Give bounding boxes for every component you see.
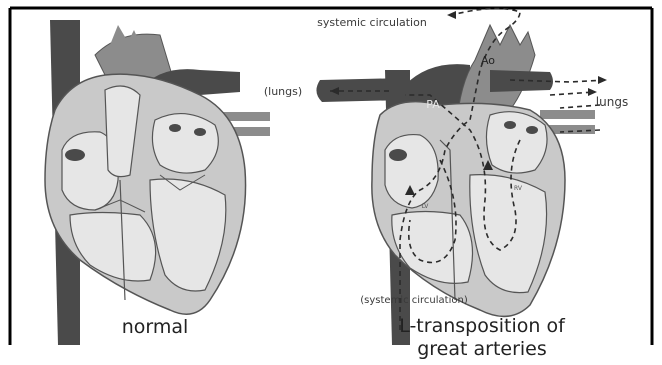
normal-caption: normal (122, 316, 189, 338)
ltga-caption-line1: L-transposition of (399, 315, 566, 337)
label-ventricle-mark-2: RV (514, 185, 523, 192)
label-pulmonary-artery: PA (426, 98, 440, 111)
label-aorta: Ao (481, 54, 495, 67)
ltga-pulmonary-vein-1 (540, 110, 595, 119)
label-ventricle-mark-1: LV (422, 203, 430, 210)
label-systemic-circulation-top: systemic circulation (317, 16, 427, 29)
normal-left-atrium (152, 114, 218, 173)
label-lungs-right: lungs (596, 95, 628, 109)
ltga-right-atrium (385, 135, 438, 208)
normal-pv-opening-1 (169, 124, 181, 132)
ltga-left-atrium (486, 112, 547, 173)
ltga-atrium-opening (389, 149, 407, 161)
normal-right-ventricle (70, 213, 156, 282)
normal-atrium-opening (65, 149, 85, 161)
normal-pv-opening-2 (194, 128, 206, 136)
ltga-arrow-systemic (447, 11, 456, 19)
ltga-arrow-lungs-right-1 (598, 76, 607, 84)
ltga-pv-opening-1 (504, 121, 516, 129)
normal-heart (45, 20, 270, 345)
label-systemic-circulation-bottom: (systemic circulation) (360, 295, 468, 306)
ltga-pv-opening-2 (526, 126, 538, 134)
label-lungs-left: (lungs) (264, 85, 302, 98)
ltga-caption-line2: great arteries (417, 338, 547, 360)
